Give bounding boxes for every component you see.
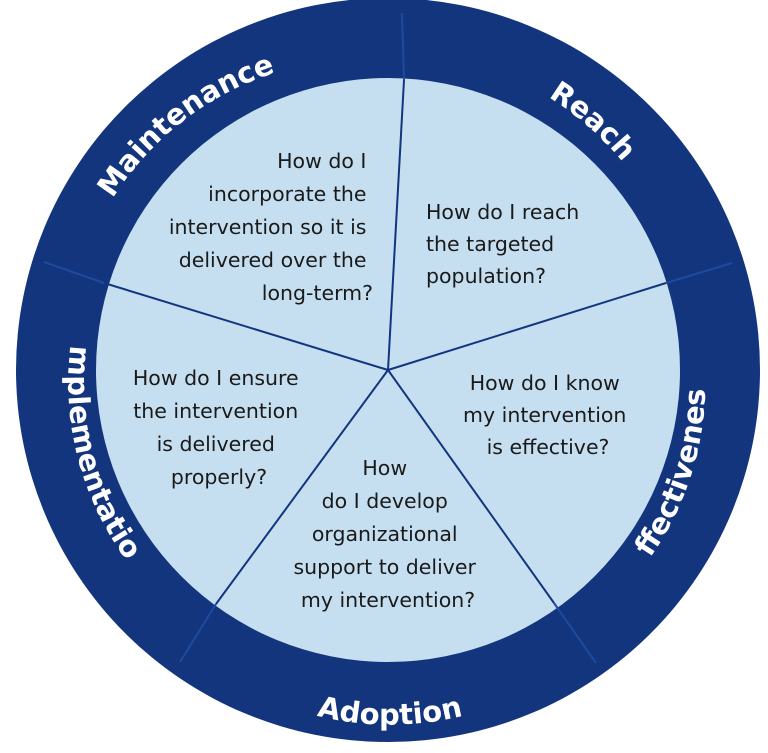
ring-dividers bbox=[43, 12, 733, 664]
spoke-top bbox=[387, 79, 405, 371]
questions: How do I incorporate the intervention so… bbox=[133, 149, 633, 612]
question-maintenance: How do I incorporate the intervention so… bbox=[169, 149, 373, 305]
ring-divider-right bbox=[665, 262, 733, 284]
ring-divider-left bbox=[43, 261, 105, 284]
spoke-left bbox=[103, 282, 389, 371]
question-reach: How do I reach the targeted population? bbox=[426, 200, 586, 288]
question-adoption: How do I develop organizational support … bbox=[293, 456, 482, 612]
question-effectiveness: How do I know my intervention is effecti… bbox=[463, 371, 633, 459]
ring-divider-bottom-left bbox=[179, 603, 217, 663]
spokes bbox=[103, 79, 667, 605]
spoke-bottom-right bbox=[387, 369, 555, 604]
ring-divider-top bbox=[401, 12, 405, 81]
question-implementation: How do I ensure the intervention is deli… bbox=[133, 366, 305, 489]
spoke-right bbox=[387, 282, 667, 371]
spoke-bottom-left bbox=[215, 369, 389, 605]
ring-divider-bottom-right bbox=[553, 602, 597, 664]
